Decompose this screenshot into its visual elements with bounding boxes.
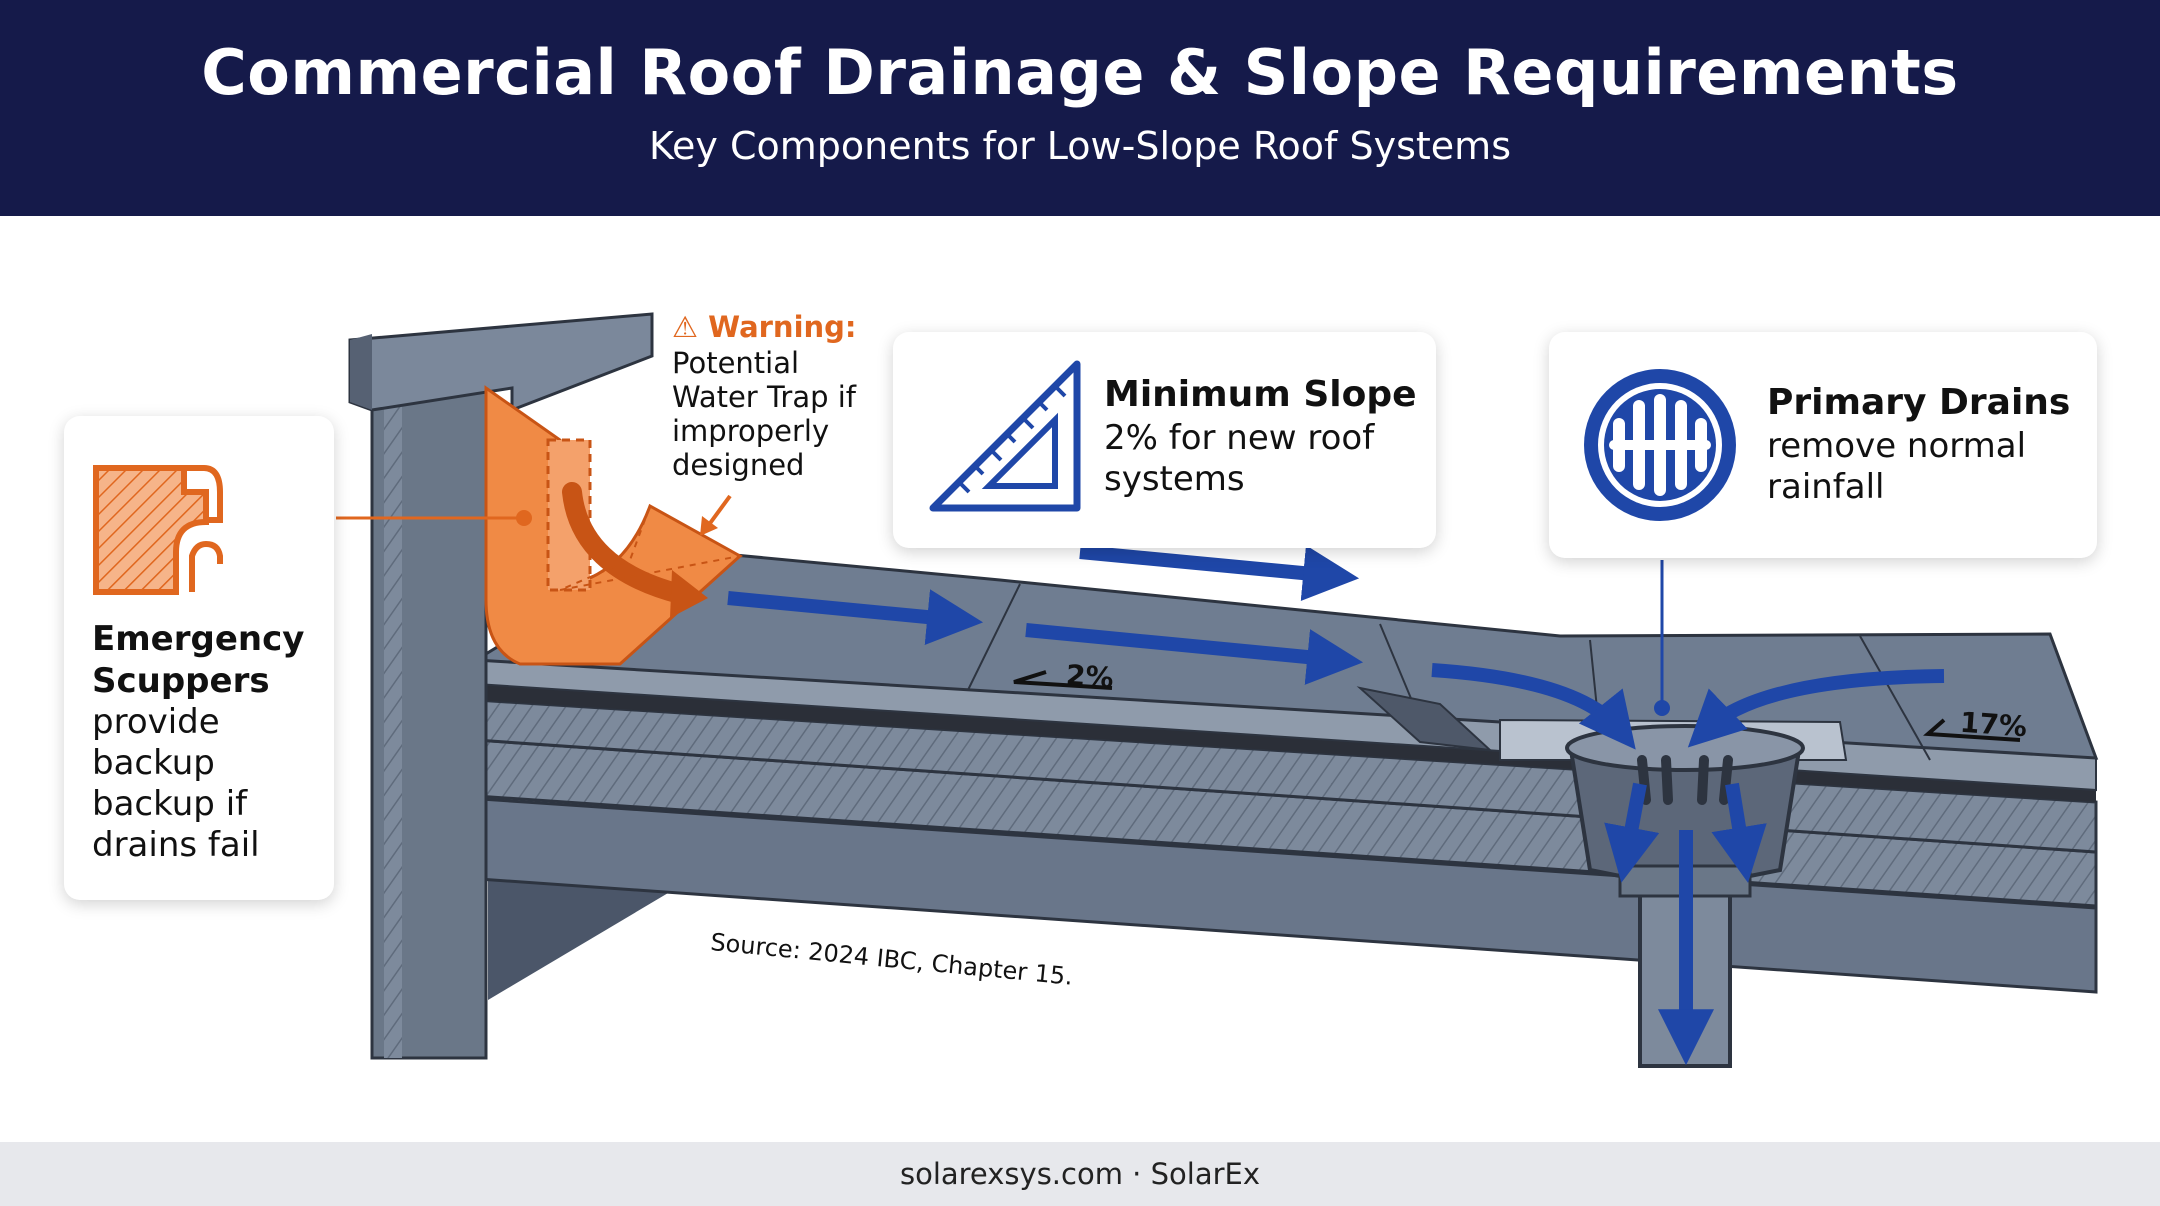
minimum-slope-card: Minimum Slope 2% for new roof systems — [893, 332, 1436, 548]
flow-arrow — [1687, 669, 1945, 748]
primary-drains-card: Primary Drains remove normal rainfall — [1549, 332, 2097, 558]
drain-grate-icon — [1584, 369, 1736, 521]
flow-arrow — [1025, 623, 1364, 685]
flow-arrow — [1079, 545, 1360, 601]
scupper-flow-arrow — [562, 482, 690, 604]
flow-arrows — [727, 545, 1945, 1066]
emergency-scuppers-card: Emergency Scuppers provide backup backup… — [64, 416, 334, 900]
primary-drains-title: Primary Drains — [1767, 382, 2071, 423]
warning-pointer — [706, 494, 732, 528]
emergency-scuppers-description: provide backup backup if drains fail — [92, 702, 260, 865]
flow-arrow — [1711, 782, 1767, 883]
flow-arrow — [1604, 782, 1660, 883]
slope-label-2-percent: 2% — [1064, 658, 1115, 695]
scupper-icon — [93, 465, 223, 595]
deck-underside — [488, 880, 690, 1000]
parapet-insulation — [384, 396, 402, 1058]
minimum-slope-title: Minimum Slope — [1104, 374, 1417, 415]
flow-arrow — [1431, 663, 1636, 750]
footer-credit: solarexsys.com · SolarEx — [899, 1157, 1261, 1191]
slope-label-17-percent: 17% — [1958, 705, 2029, 744]
minimum-slope-description: 2% for new roof systems — [1104, 418, 1375, 499]
slope-mark-b — [1923, 718, 2021, 742]
water-trap-warning: ⚠ Warning: Potential Water Trap if impro… — [672, 310, 887, 482]
flow-arrow — [727, 589, 984, 645]
page-subtitle: Key Components for Low-Slope Roof System… — [649, 124, 1511, 168]
page-title: Commercial Roof Drainage & Slope Require… — [201, 36, 1959, 109]
slope-mark-a — [1013, 670, 1113, 690]
warning-description: Potential Water Trap if improperly desig… — [672, 346, 856, 482]
footer-bar: solarexsys.com · SolarEx — [0, 1142, 2160, 1206]
parapet-coping — [348, 312, 654, 413]
emergency-scuppers-title: Emergency Scuppers — [92, 619, 305, 701]
primary-drains-description: remove normal rainfall — [1767, 426, 2027, 507]
warning-triangle-icon: ⚠ — [672, 310, 698, 344]
cricket — [1356, 686, 1493, 752]
triangle-ruler-icon — [929, 360, 1081, 512]
header-banner: Commercial Roof Drainage & Slope Require… — [0, 0, 2160, 216]
warning-title: Warning: — [708, 310, 857, 344]
